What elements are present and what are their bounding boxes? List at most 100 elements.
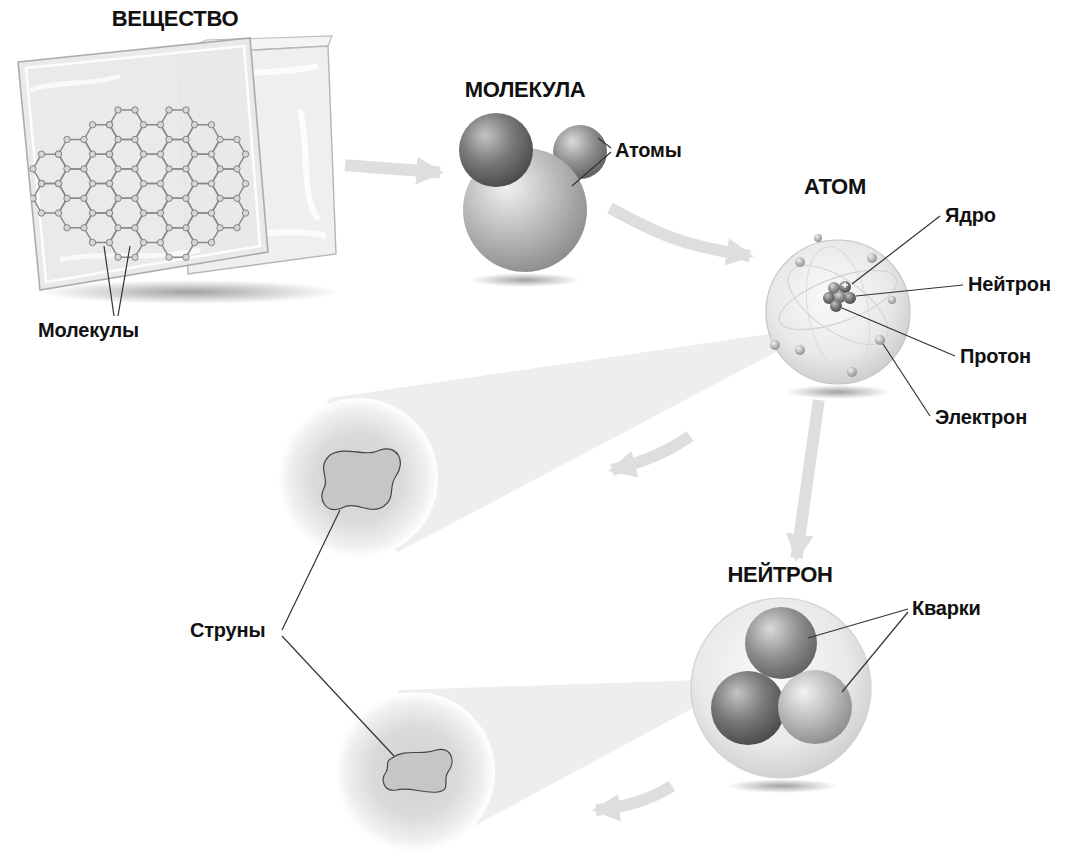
molecule-lattice	[191, 210, 197, 216]
molecule-lattice	[106, 122, 112, 128]
molecule-lattice	[217, 225, 223, 231]
leader-line	[842, 308, 955, 356]
molecule-lattice	[212, 198, 246, 227]
neutron-illustration	[778, 670, 852, 744]
molecule-lattice	[106, 151, 112, 157]
molecule-lattice	[157, 180, 163, 186]
molecule-lattice	[132, 166, 138, 172]
molecule-lattice	[64, 195, 70, 201]
part-label: Струны	[190, 618, 265, 642]
string-circle	[278, 398, 438, 558]
molecule-lattice	[208, 180, 214, 186]
molecule-lattice	[183, 254, 189, 260]
molecule-lattice	[115, 254, 121, 260]
nucleus	[823, 281, 856, 312]
molecule-lattice	[81, 166, 87, 172]
molecule-lattice	[64, 166, 70, 172]
molecule-lattice	[55, 180, 61, 186]
molecule-lattice	[64, 225, 70, 231]
molecule-lattice	[132, 107, 138, 113]
atom-illustration	[776, 250, 901, 359]
nucleus	[830, 300, 842, 312]
molecule-lattice	[55, 210, 61, 216]
molecule-lattice	[106, 210, 112, 216]
electron-dot	[770, 340, 780, 350]
ice-block	[30, 76, 200, 260]
molecule-lattice	[38, 151, 44, 157]
molecule-lattice	[115, 166, 121, 172]
leader-line	[598, 138, 611, 148]
part-label: Ядро	[945, 203, 996, 227]
molecule-lattice	[106, 210, 112, 216]
molecule-lattice	[115, 225, 121, 231]
electron-dot	[814, 234, 822, 242]
electron-dot	[875, 335, 885, 345]
molecule-lattice	[217, 166, 223, 172]
molecule-lattice	[234, 195, 240, 201]
string-circle	[322, 449, 400, 510]
molecule-lattice	[183, 225, 189, 231]
electron-dot	[795, 257, 805, 267]
molecule-lattice	[132, 136, 138, 142]
neutron-illustration	[727, 779, 837, 793]
molecule-lattice	[106, 122, 112, 128]
molecule-lattice	[140, 151, 146, 157]
molecule-illustration	[459, 113, 607, 287]
molecule-lattice	[191, 180, 197, 186]
electron-dot	[888, 296, 896, 304]
molecule-lattice	[166, 166, 172, 172]
zoom-arrow	[797, 400, 819, 558]
molecule-lattice	[183, 107, 189, 113]
molecule-lattice	[191, 122, 197, 128]
molecule-lattice	[166, 107, 172, 113]
ice-block	[40, 280, 340, 304]
string-circle	[335, 692, 495, 852]
molecule-lattice	[55, 151, 61, 157]
neutron-illustration	[745, 607, 817, 679]
molecule-lattice	[208, 151, 214, 157]
molecule-lattice	[191, 239, 197, 245]
molecule-lattice	[115, 107, 121, 113]
zoom-arrow	[345, 165, 440, 172]
molecule-lattice	[166, 225, 172, 231]
leader-line	[282, 636, 394, 756]
molecule-lattice	[38, 180, 44, 186]
molecule-lattice	[30, 195, 36, 201]
molecule-lattice	[234, 166, 240, 172]
molecule-lattice	[106, 180, 112, 186]
leader-line	[104, 246, 114, 316]
leader-line	[852, 216, 940, 284]
ice-block	[26, 46, 260, 282]
electron-dot	[867, 253, 877, 263]
molecule-illustration	[470, 273, 580, 287]
stage-group: АТОМ	[750, 170, 920, 400]
stage-group: МОЛЕКУЛА	[440, 73, 610, 285]
stage-group: НЕЙТРОН	[685, 558, 875, 792]
molecule-lattice	[208, 122, 214, 128]
molecule-lattice	[30, 107, 249, 261]
molecule-lattice	[106, 151, 112, 157]
molecule-lattice	[55, 151, 61, 157]
molecule-lattice	[115, 136, 121, 142]
leader-line	[856, 285, 963, 296]
molecule-illustration	[459, 113, 533, 187]
ice-block	[18, 38, 268, 290]
molecule-lattice	[166, 195, 172, 201]
molecule-lattice	[234, 225, 240, 231]
molecule-lattice	[183, 166, 189, 172]
molecule-lattice	[217, 195, 223, 201]
stage-heading: ВЕЩЕСТВО	[112, 6, 239, 32]
leader-line	[118, 246, 130, 316]
molecule-lattice	[242, 180, 248, 186]
molecule-lattice	[106, 239, 112, 245]
leader-line	[842, 612, 908, 692]
molecule-lattice	[191, 151, 197, 157]
stage-heading: АТОМ	[804, 174, 866, 200]
molecule-lattice	[208, 210, 214, 216]
nucleus	[844, 292, 856, 304]
molecule-lattice	[217, 136, 223, 142]
molecule-lattice	[132, 195, 138, 201]
molecule-lattice	[64, 136, 70, 142]
